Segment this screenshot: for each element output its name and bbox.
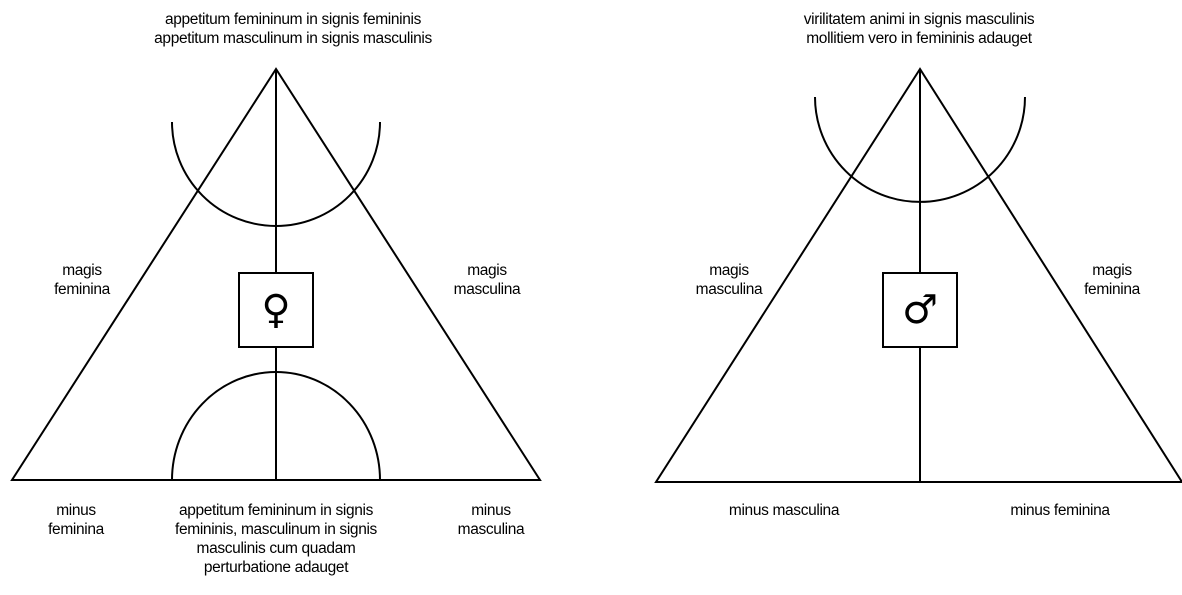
left-bottom-left-line2: feminina bbox=[48, 521, 104, 538]
left-top-label-line1: appetitum femininum in signis femininis bbox=[165, 11, 421, 28]
left-upper-arc bbox=[171, 121, 381, 227]
right-right-side-line2: feminina bbox=[1084, 281, 1140, 298]
left-bottom-right-line2: masculina bbox=[457, 521, 525, 538]
right-bottom-left-label: minus masculina bbox=[728, 501, 840, 520]
right-bottom-right-label: minus feminina bbox=[1010, 501, 1110, 520]
left-lower-arc bbox=[171, 371, 381, 481]
right-top-label-line2: mollitiem vero in femininis adauget bbox=[806, 30, 1032, 47]
right-right-side-line1: magis bbox=[1092, 262, 1132, 279]
left-right-side-line2: masculina bbox=[453, 281, 521, 298]
left-bottom-left-label: minus feminina bbox=[48, 501, 104, 539]
left-symbol-box: ♀ bbox=[238, 272, 314, 348]
left-bottom-center-line2: femininis, masculinum in signis bbox=[175, 521, 377, 538]
mars-symbol-icon: ♂ bbox=[902, 287, 938, 333]
left-top-label-line2: appetitum masculinum in signis masculini… bbox=[154, 30, 432, 47]
left-top-label: appetitum femininum in signis femininis … bbox=[154, 10, 432, 48]
left-left-side-line1: magis bbox=[62, 262, 102, 279]
right-bottom-left-line1: minus masculina bbox=[728, 502, 840, 519]
left-bottom-center-line3: masculinis cum quadam bbox=[196, 540, 356, 557]
right-left-side-label: magis masculina bbox=[696, 261, 763, 299]
left-bottom-right-line1: minus bbox=[471, 502, 511, 519]
left-right-side-label: magis masculina bbox=[454, 261, 521, 299]
right-top-label-line1: virilitatem animi in signis masculinis bbox=[803, 11, 1035, 28]
left-left-side-label: magis feminina bbox=[54, 261, 110, 299]
right-left-side-line2: masculina bbox=[695, 281, 763, 298]
right-symbol-box: ♂ bbox=[882, 272, 958, 348]
right-bottom-right-line1: minus feminina bbox=[1010, 502, 1110, 519]
right-top-label: virilitatem animi in signis masculinis m… bbox=[803, 10, 1035, 48]
left-bottom-center-label: appetitum femininum in signis femininis,… bbox=[175, 501, 377, 577]
right-right-side-label: magis feminina bbox=[1084, 261, 1140, 299]
right-left-side-line1: magis bbox=[709, 262, 749, 279]
left-bottom-left-line1: minus bbox=[56, 502, 96, 519]
right-upper-arc bbox=[814, 96, 1026, 203]
left-bottom-center-line4: perturbatione adauget bbox=[203, 559, 349, 576]
left-bottom-center-line1: appetitum femininum in signis bbox=[178, 502, 374, 519]
venus-symbol-icon: ♀ bbox=[261, 287, 291, 333]
left-left-side-line2: feminina bbox=[54, 281, 110, 298]
left-right-side-line1: magis bbox=[467, 262, 507, 279]
left-bottom-right-label: minus masculina bbox=[458, 501, 525, 539]
